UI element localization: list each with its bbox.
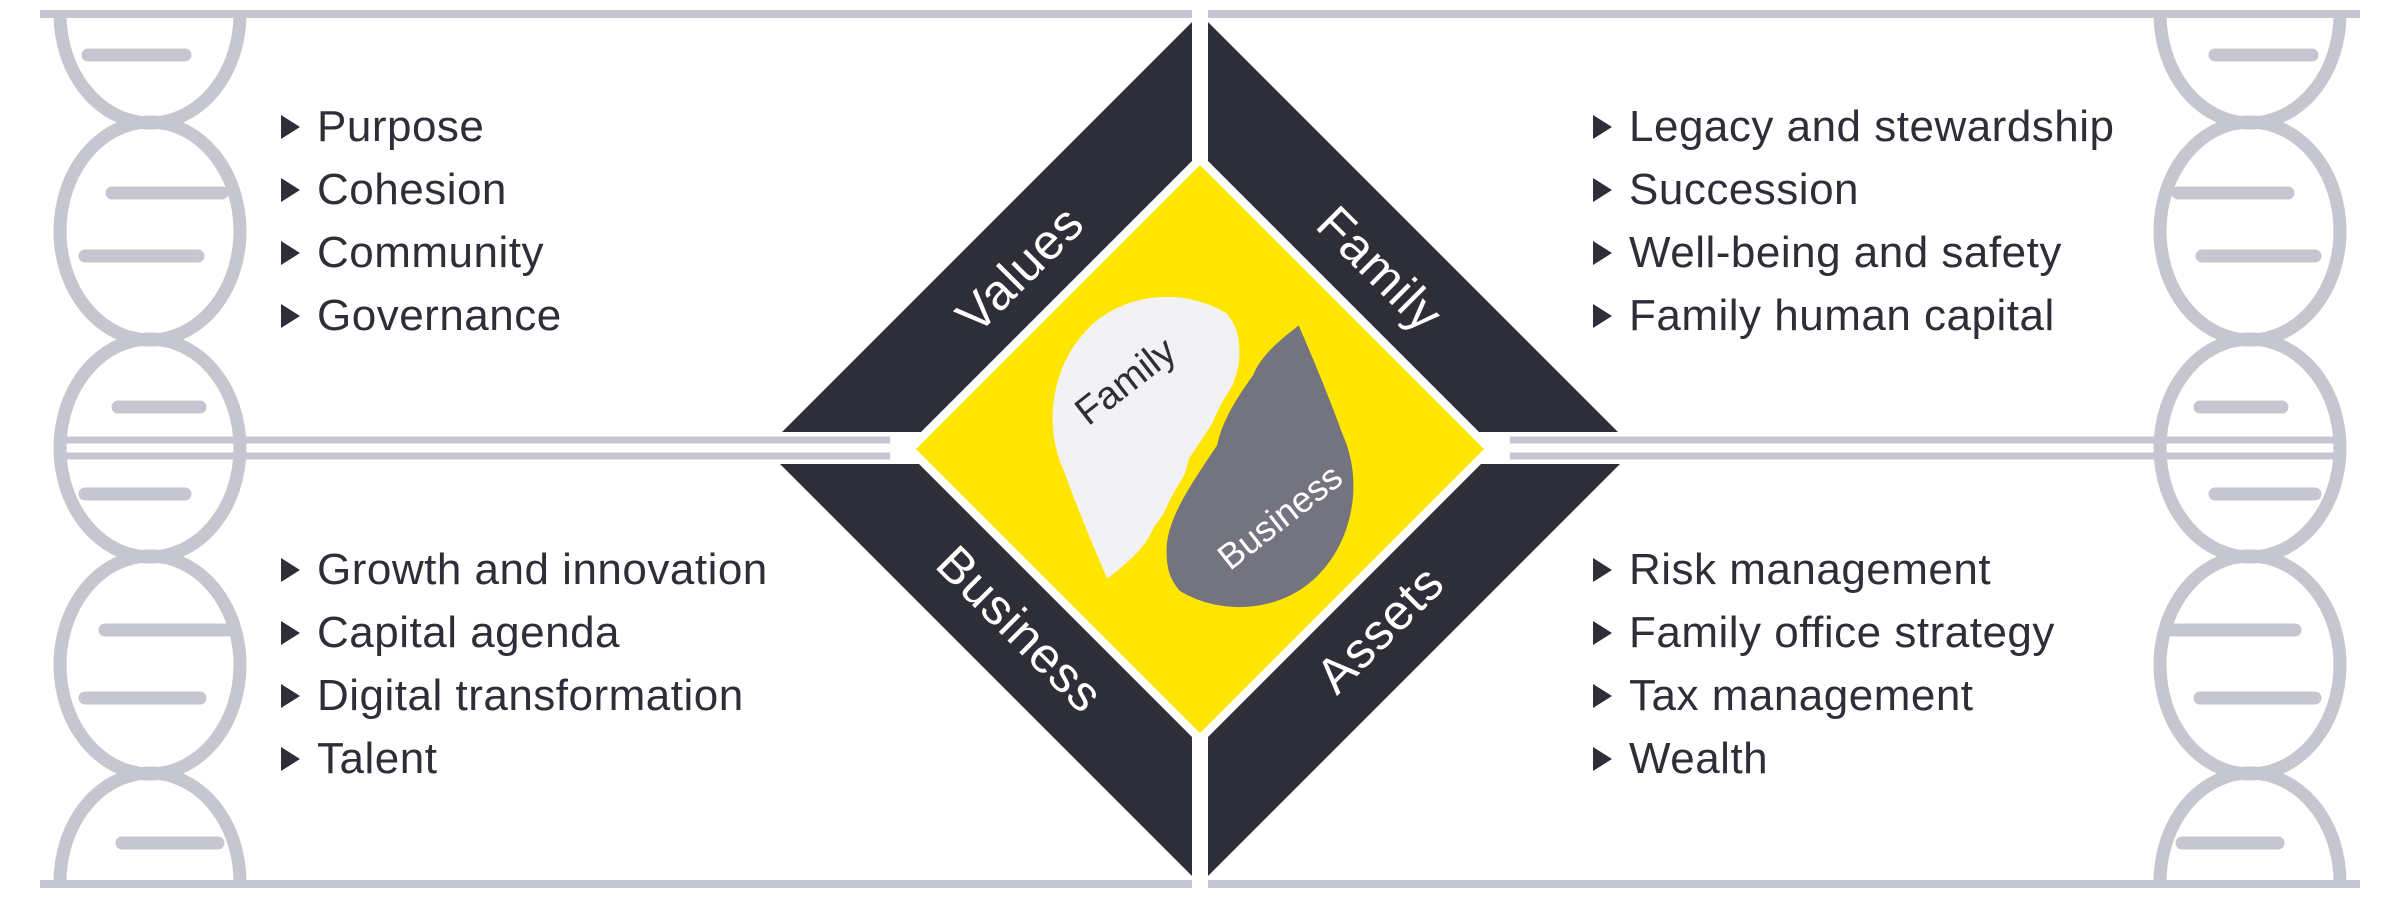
list-item: Community: [281, 221, 562, 284]
list-item-label: Capital agenda: [317, 607, 621, 657]
triangle-right-icon: [281, 683, 300, 708]
list-item-label: Growth and innovation: [317, 544, 768, 594]
list-item: Succession: [1593, 158, 2115, 221]
triangle-right-icon: [281, 746, 300, 771]
list-item: Cohesion: [281, 158, 562, 221]
list-item-label: Cohesion: [317, 164, 507, 214]
list-item: Governance: [281, 284, 562, 347]
triangle-right-icon: [281, 620, 300, 645]
list-item-label: Purpose: [317, 101, 485, 151]
list-item-label: Tax management: [1629, 670, 1974, 720]
family-list: Legacy and stewardship Succession Well-b…: [1593, 95, 2115, 347]
list-item: Capital agenda: [281, 601, 768, 664]
list-item-label: Wealth: [1629, 733, 1769, 783]
list-item: Legacy and stewardship: [1593, 95, 2115, 158]
list-item-label: Digital transformation: [317, 670, 744, 720]
list-item-label: Community: [317, 227, 544, 277]
list-item-label: Talent: [317, 733, 438, 783]
triangle-right-icon: [281, 303, 300, 328]
assets-list: Risk management Family office strategy T…: [1593, 538, 2055, 790]
triangle-right-icon: [1593, 240, 1612, 265]
strand-lines-middle: [60, 436, 2337, 460]
triangle-right-icon: [1593, 303, 1612, 328]
list-item: Digital transformation: [281, 664, 768, 727]
business-list: Growth and innovation Capital agenda Dig…: [281, 538, 768, 790]
triangle-right-icon: [1593, 114, 1612, 139]
dna-helix-icon: [2160, 0, 2340, 898]
triangle-right-icon: [281, 177, 300, 202]
list-item: Wealth: [1593, 727, 2055, 790]
list-item-label: Family human capital: [1629, 290, 2055, 340]
triangle-right-icon: [281, 240, 300, 265]
strand-lines-outer: [40, 10, 2360, 888]
list-item-label: Risk management: [1629, 544, 1992, 594]
values-list: Purpose Cohesion Community Governance: [281, 95, 562, 347]
list-item: Family human capital: [1593, 284, 2115, 347]
list-item-label: Well-being and safety: [1629, 227, 2062, 277]
list-item: Talent: [281, 727, 768, 790]
list-item-label: Succession: [1629, 164, 1860, 214]
triangle-right-icon: [1593, 620, 1612, 645]
list-item-label: Family office strategy: [1629, 607, 2055, 657]
list-item: Growth and innovation: [281, 538, 768, 601]
triangle-right-icon: [1593, 746, 1612, 771]
triangle-right-icon: [1593, 683, 1612, 708]
list-item: Well-being and safety: [1593, 221, 2115, 284]
dna-helix-icon: [60, 0, 240, 898]
triangle-right-icon: [281, 557, 300, 582]
list-item-label: Legacy and stewardship: [1629, 101, 2115, 151]
list-item-label: Governance: [317, 290, 562, 340]
yin-yang: [1047, 291, 1359, 612]
list-item: Family office strategy: [1593, 601, 2055, 664]
list-item: Risk management: [1593, 538, 2055, 601]
triangle-right-icon: [1593, 177, 1612, 202]
triangle-right-icon: [1593, 557, 1612, 582]
list-item: Tax management: [1593, 664, 2055, 727]
triangle-right-icon: [281, 114, 300, 139]
list-item: Purpose: [281, 95, 562, 158]
